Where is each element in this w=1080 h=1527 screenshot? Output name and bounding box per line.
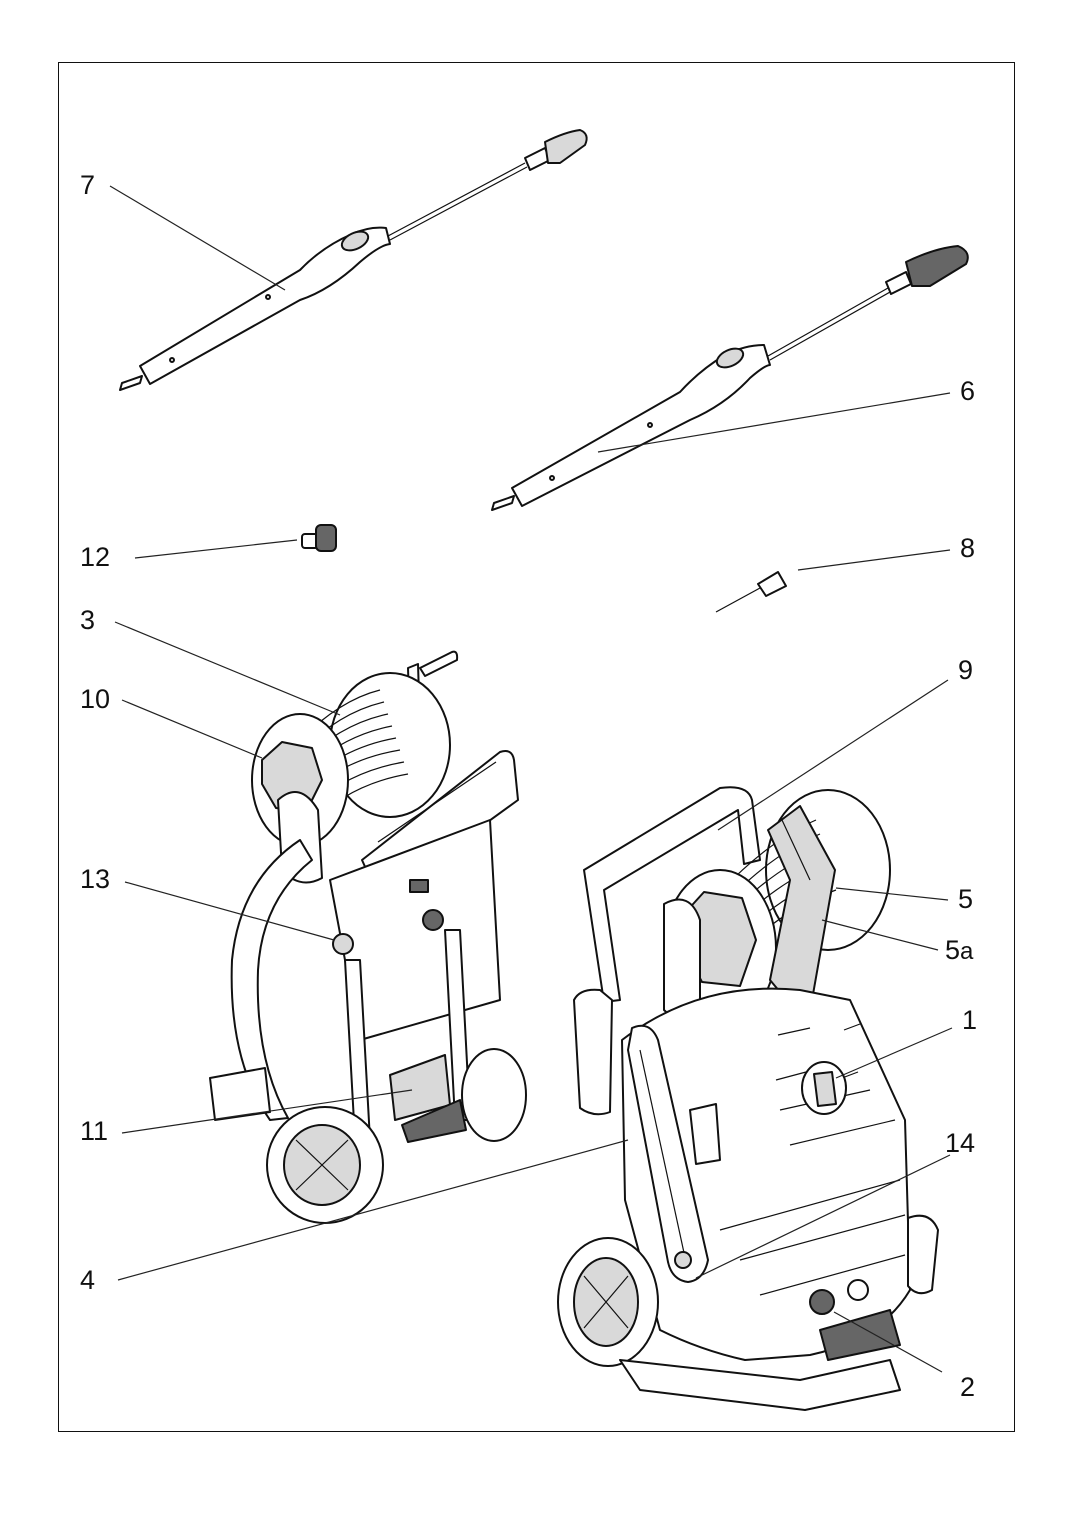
callout-8: 8 xyxy=(960,533,976,563)
callout-5a-sub: a xyxy=(960,938,974,965)
callout-14: 14 xyxy=(945,1128,976,1158)
callout-5a-main: 5 xyxy=(945,935,961,965)
callout-11: 11 xyxy=(80,1116,109,1146)
machine-rear-view xyxy=(209,650,527,1224)
hose-adapter xyxy=(301,524,337,552)
machine-front-view xyxy=(557,786,939,1411)
callout-9: 9 xyxy=(958,655,974,685)
callout-3: 3 xyxy=(80,605,96,635)
diagram-frame xyxy=(58,62,1015,1432)
spray-lance-long xyxy=(119,129,588,391)
callout-7: 7 xyxy=(80,170,96,200)
callout-2: 2 xyxy=(960,1372,976,1402)
leader-lines xyxy=(109,185,953,1373)
callout-10: 10 xyxy=(80,684,111,714)
callout-6: 6 xyxy=(960,376,976,406)
callout-1: 1 xyxy=(962,1005,978,1035)
nozzle-cleaning-needle xyxy=(715,571,787,613)
callout-5a: 5a xyxy=(945,937,973,964)
callout-4: 4 xyxy=(80,1265,96,1295)
callout-5: 5 xyxy=(958,884,974,914)
callout-12: 12 xyxy=(80,542,111,572)
spray-lance-short xyxy=(491,245,969,511)
callout-13: 13 xyxy=(80,864,111,894)
